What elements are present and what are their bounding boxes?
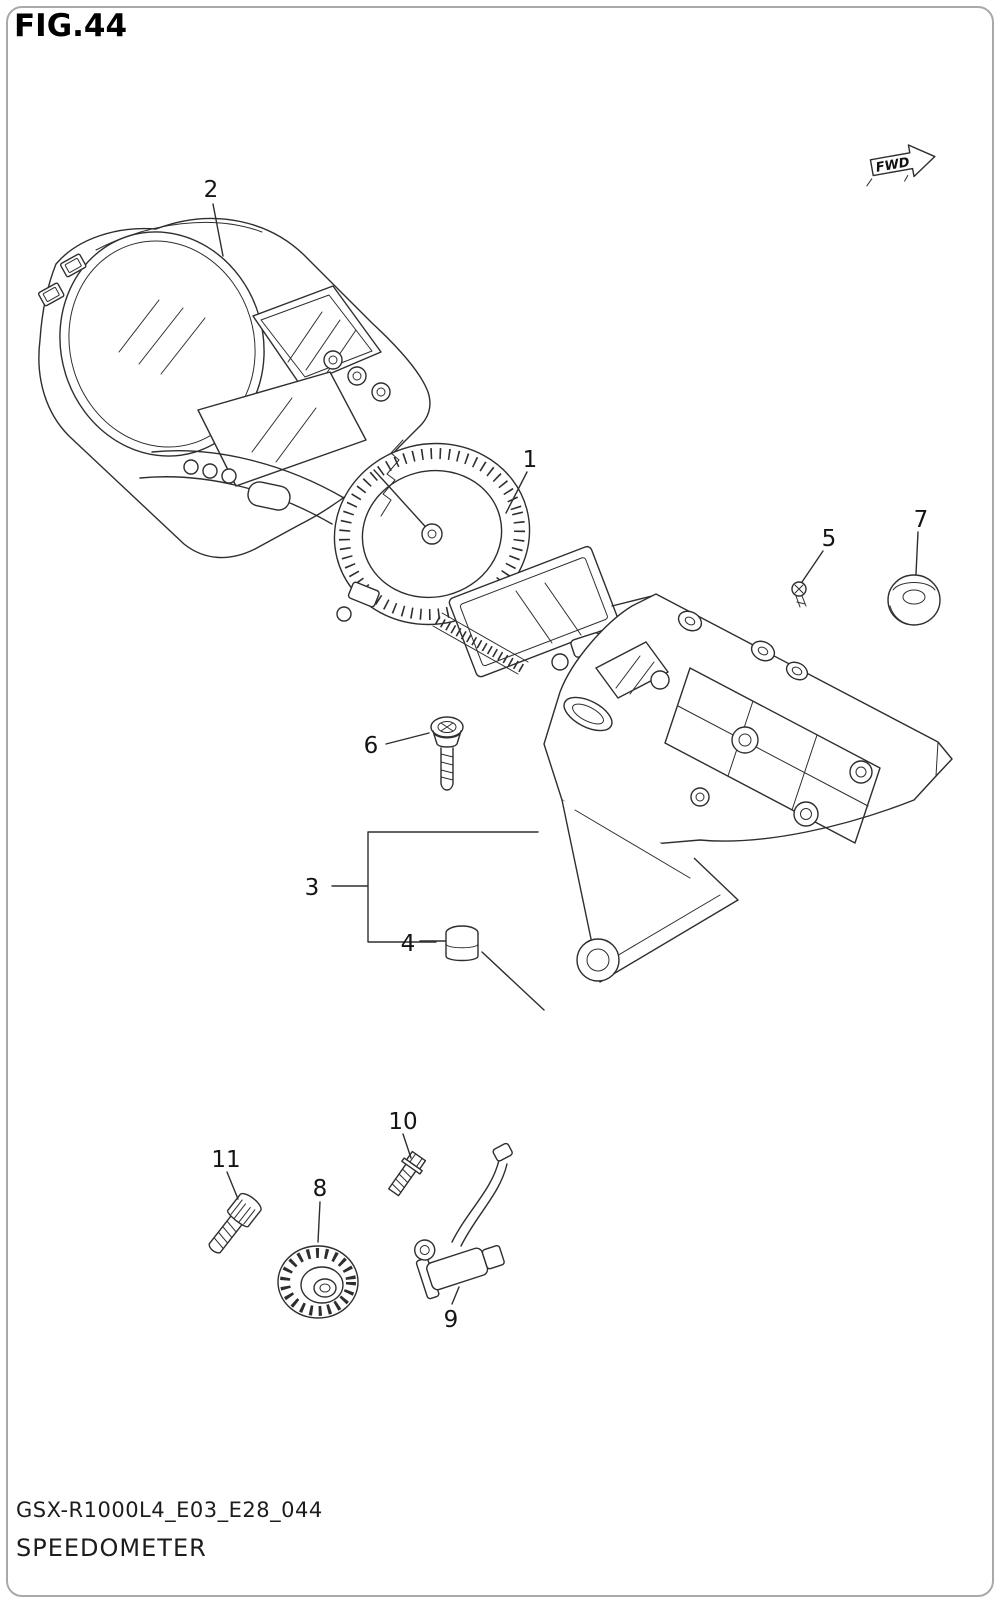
lower-case-drawing — [543, 593, 953, 983]
part-callout-7: 7 — [914, 507, 929, 533]
leader-part-6 — [385, 732, 430, 745]
fwd-label: FWD — [875, 155, 911, 176]
part-8-damper-drawing — [277, 1245, 359, 1319]
leader-lines — [212, 203, 919, 1305]
speedometer-assembly-drawing — [333, 439, 657, 678]
figure-title: FIG.44 — [14, 8, 128, 44]
leader-part-10 — [402, 1133, 412, 1159]
footer-title: SPEEDOMETER — [16, 1534, 207, 1562]
part-5-screw-drawing — [791, 581, 807, 608]
footer-code: GSX-R1000L4_E03_E28_044 — [16, 1498, 323, 1522]
part-11-screw-drawing — [208, 1192, 262, 1254]
leader-part-7 — [915, 531, 919, 575]
page-border — [6, 6, 994, 1597]
leader-part-8 — [317, 1201, 321, 1243]
part-9-sensor-drawing — [414, 1142, 513, 1300]
part-callout-9: 9 — [444, 1307, 459, 1333]
part-callout-4: 4 — [401, 931, 416, 957]
meter-cover-drawing — [38, 217, 431, 559]
part-callout-3: 3 — [305, 875, 320, 901]
part-callout-11: 11 — [211, 1147, 240, 1173]
part-callout-8: 8 — [313, 1176, 328, 1202]
leader-part-11 — [226, 1171, 239, 1200]
part-10-bolt-drawing — [388, 1150, 427, 1197]
part-6-screw-drawing — [430, 716, 464, 791]
part-7-cushion-drawing — [887, 574, 941, 626]
part-callout-6: 6 — [364, 733, 379, 759]
part-4-cushion-drawing — [445, 925, 479, 962]
leader-part-9 — [451, 1286, 460, 1305]
part-callout-10: 10 — [388, 1109, 417, 1135]
leader-part-5 — [801, 550, 824, 583]
leader-part-1 — [505, 471, 528, 514]
part-callout-2: 2 — [204, 177, 219, 203]
fwd-arrow-icon: FWD — [866, 144, 936, 187]
part-callout-1: 1 — [523, 447, 538, 473]
leader-part-2 — [212, 203, 224, 257]
leader-part-3 — [331, 831, 545, 1011]
part-callout-5: 5 — [822, 526, 837, 552]
